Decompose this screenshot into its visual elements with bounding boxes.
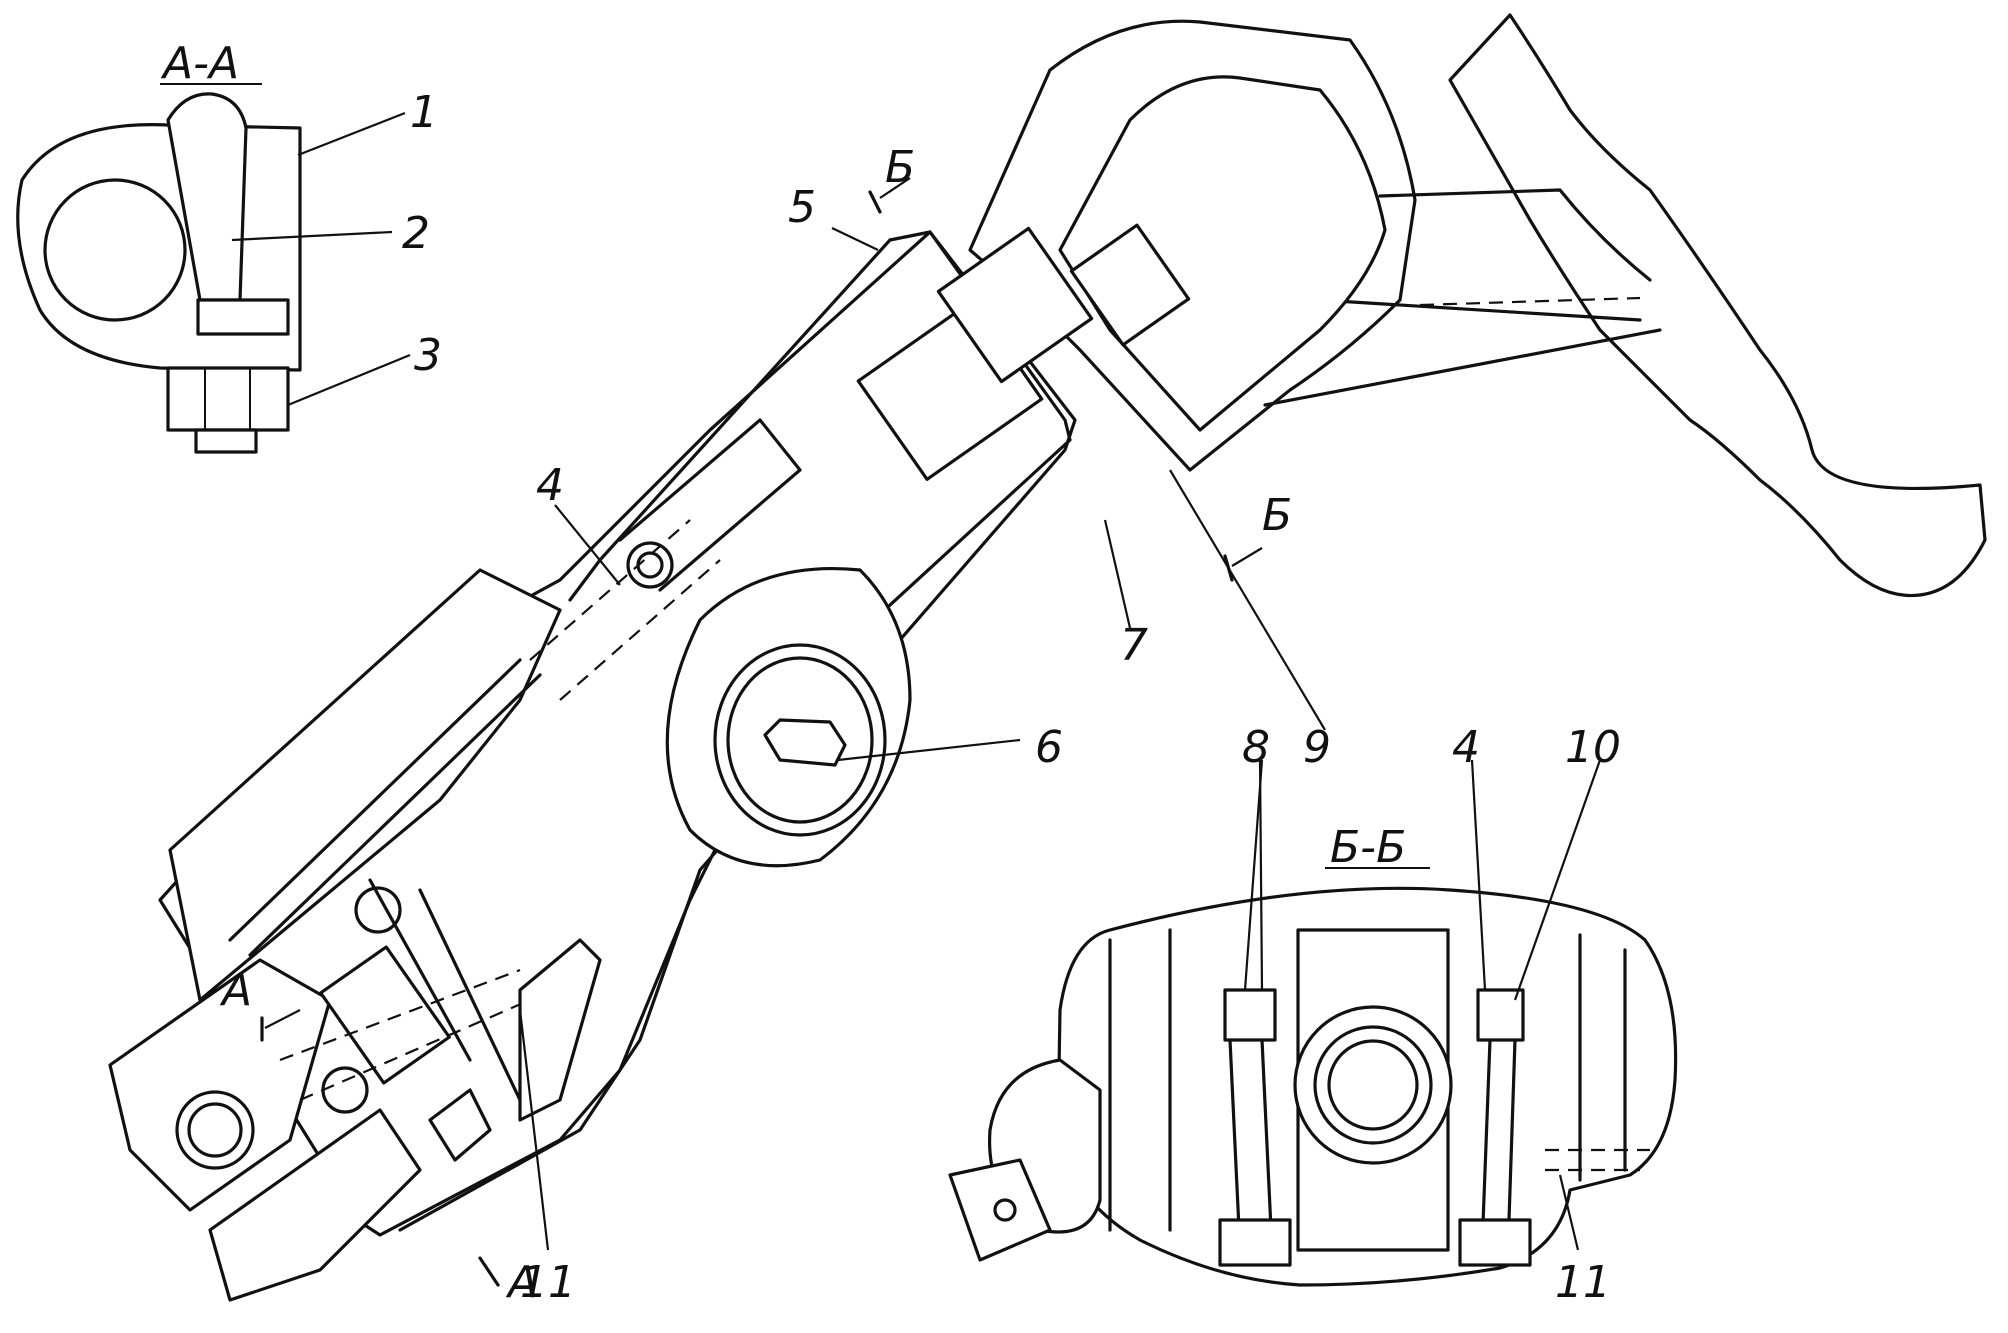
callout-7: 7 [1120,620,1148,671]
hub-cover-inner [1058,75,1387,432]
cut-markers: А А Б Б [219,142,1292,1308]
cut-a-top-label: А [219,965,252,1016]
steering-wheel-spoke [1263,13,1987,598]
bb-key [948,1158,1052,1262]
ignition-lock [665,566,912,868]
aa-housing [16,123,302,372]
callout-3: 3 [414,330,442,381]
wheel-rim [1448,13,1987,598]
callout-5: 5 [788,182,816,233]
hub-cover-padding [968,19,1417,472]
callout-4-bb: 4 [1452,722,1480,773]
bb-shaft-ring [1313,1025,1433,1145]
callout-6: 6 [1035,722,1063,773]
key-slot-icon [763,718,847,767]
aa-bolt-end [194,428,258,454]
universal-joint [108,878,531,1302]
aa-washer [196,298,290,336]
cut-b-top-label: Б [885,142,915,193]
aa-nut [166,366,290,432]
callout-1: 1 [410,87,438,138]
callout-9: 9 [1303,722,1331,773]
section-bb-title: Б-Б [1330,822,1406,873]
cut-a-bottom-label: А [505,1257,538,1308]
steering-column-assembly [108,19,1417,1302]
section-aa-title: А-А [160,38,239,89]
bb-shaft [1327,1039,1419,1131]
section-bb-view: Б-Б 8 4 10 11 [948,722,1678,1308]
callout-8: 8 [1242,722,1270,773]
callout-4: 4 [536,460,564,511]
bb-shaft-outer [1293,1005,1453,1165]
mount-bracket [168,568,562,1002]
main-callouts: 4 5 6 7 9 11 [518,182,1331,1308]
callout-10: 10 [1565,722,1621,773]
wheel-hub-arm [1263,188,1662,407]
callout-2: 2 [402,208,430,259]
aa-bolt [166,92,248,302]
lock-lever [518,938,602,1122]
section-aa-view: А-А 1 2 3 [16,38,442,454]
cut-b-bottom-label: Б [1262,490,1292,541]
aa-shaft [43,178,187,322]
callout-11: 11 [520,1257,576,1308]
callout-11-bb: 11 [1555,1257,1611,1308]
lock-mechanism [529,223,1191,701]
